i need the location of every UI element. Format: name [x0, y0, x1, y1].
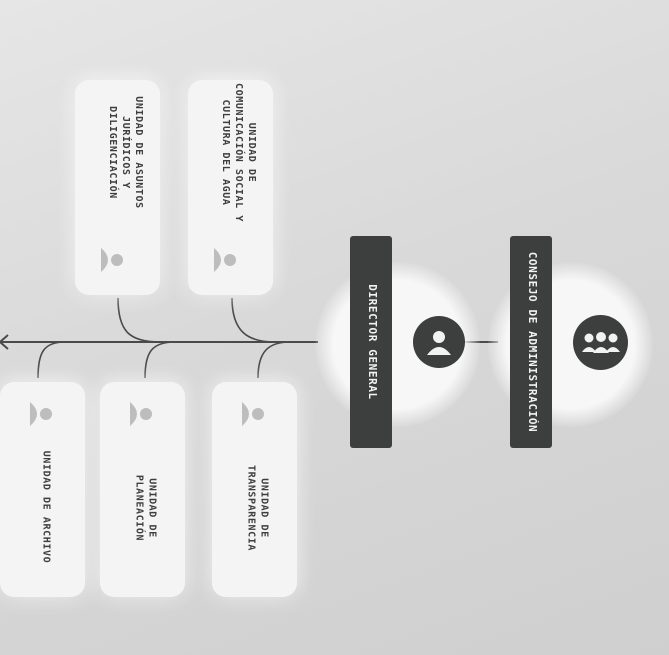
unit-label-comunicacion: UNIDAD DE COMUNICACIÓN SOCIAL Y CULTURA … [220, 82, 257, 223]
unit-label-planeacion: UNIDAD DE PLANEACIÓN [133, 474, 158, 542]
connector-juridicos [117, 297, 161, 343]
unit-card-transparencia: UNIDAD DE TRANSPARENCIA [212, 382, 297, 597]
person-icon [130, 402, 152, 426]
unit-card-archivo: UNIDAD DE ARCHIVO [0, 382, 85, 597]
consejo-label-box: CONSEJO DE ADMINISTRACIÓN [510, 236, 552, 448]
person-icon [214, 248, 236, 272]
connector-trunk-arrow [0, 334, 9, 350]
connector-transparencia [257, 341, 291, 379]
connector-planeacion [144, 341, 176, 379]
unit-card-juridicos: UNIDAD DE ASUNTOS JURÍDICOS Y DILIGENCIA… [75, 80, 160, 295]
person-icon [242, 402, 264, 426]
connector-comunicacion [231, 297, 276, 343]
consejo-label: CONSEJO DE ADMINISTRACIÓN [526, 251, 539, 433]
unit-label-juridicos: UNIDAD DE ASUNTOS JURÍDICOS Y DILIGENCIA… [107, 96, 144, 209]
director-label-box: DIRECTOR GENERAL [350, 236, 392, 448]
person-icon [413, 316, 465, 368]
director-label: DIRECTOR GENERAL [366, 284, 379, 400]
person-icon [30, 402, 52, 426]
unit-card-comunicacion: UNIDAD DE COMUNICACIÓN SOCIAL Y CULTURA … [188, 80, 273, 295]
unit-label-transparencia: UNIDAD DE TRANSPARENCIA [245, 464, 270, 552]
connector-archivo [37, 341, 66, 379]
group-icon [573, 315, 628, 370]
unit-label-archivo: UNIDAD DE ARCHIVO [40, 450, 52, 564]
unit-card-planeacion: UNIDAD DE PLANEACIÓN [100, 382, 185, 597]
person-icon [101, 248, 123, 272]
